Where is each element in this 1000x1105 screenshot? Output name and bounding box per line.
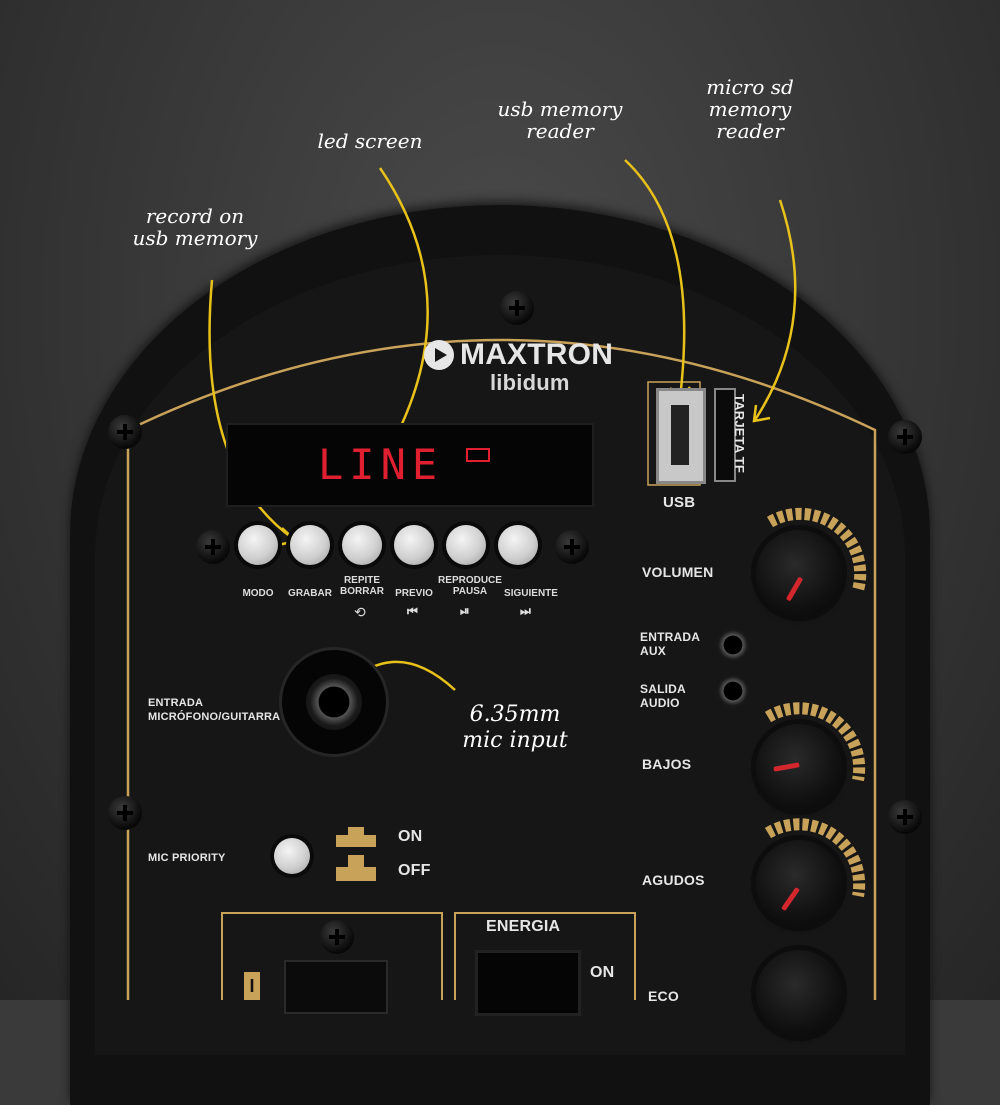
annotation-usb-reader: usb memory reader: [497, 97, 623, 143]
previous-icon: ⏮: [407, 604, 418, 618]
audio-output-jack[interactable]: [716, 674, 750, 708]
power-input-socket[interactable]: [284, 960, 388, 1014]
screw: [888, 420, 922, 454]
grabar-button[interactable]: [290, 525, 330, 565]
bajos-arc: [764, 702, 866, 782]
micro-sd-slot[interactable]: [714, 388, 736, 482]
screw: [108, 415, 142, 449]
screw: [196, 530, 230, 564]
annotation-sd-reader: micro sd memory reader: [706, 75, 794, 143]
modo-label: MODO: [242, 588, 274, 599]
annotation-led-screen: led screen: [317, 129, 423, 153]
previo-label: PREVIO: [395, 588, 433, 599]
volumen-label: VOLUMEN: [642, 564, 714, 580]
eco-knob[interactable]: [756, 950, 842, 1036]
play-pause-icon: ⏯: [460, 604, 470, 618]
energia-label: ENERGIA: [486, 918, 561, 935]
grabar-label: GRABAR: [288, 588, 332, 599]
volumen-arc: [766, 507, 867, 592]
brand-model: libidum: [490, 370, 570, 395]
annotation-mic-input: 6.35mm mic input: [462, 702, 568, 753]
panel-trim-line: [126, 338, 877, 1000]
eco-label: ECO: [648, 988, 679, 1004]
power-switch[interactable]: [475, 950, 581, 1016]
led-screen-text: LINE: [318, 440, 444, 489]
usb-port[interactable]: [656, 388, 706, 484]
mic-priority-label: MIC PRIORITY: [148, 852, 226, 864]
annotation-record: record on usb memory: [132, 204, 258, 250]
bajos-knob[interactable]: [756, 724, 842, 810]
battery-icon: [466, 448, 490, 462]
repeat-icon: ⟲: [354, 604, 366, 620]
mic-input-label: ENTRADA MICRÓFONO/GUITARRA: [148, 697, 281, 723]
mic-priority-on-label: ON: [398, 828, 423, 845]
modo-button[interactable]: [238, 525, 278, 565]
mic-priority-switch-symbol: [336, 827, 376, 881]
reproduce-pausa-label: REPRODUCE PAUSA: [438, 575, 502, 597]
next-icon: ⏭: [520, 604, 531, 618]
power-section-box: [221, 912, 443, 1000]
agudos-arc: [764, 818, 866, 898]
entrada-aux-label: ENTRADA AUX: [640, 630, 701, 658]
screw: [500, 291, 534, 325]
screw: [108, 796, 142, 830]
repite-borrar-label: REPITE BORRAR: [340, 575, 384, 597]
mic-priority-off-label: OFF: [398, 862, 431, 879]
led-arrow: [378, 167, 429, 449]
siguiente-button[interactable]: [498, 525, 538, 565]
usb-label: USB: [663, 494, 696, 511]
volumen-knob[interactable]: [756, 530, 842, 616]
brand-logo-icon: [424, 340, 454, 370]
screw: [888, 800, 922, 834]
agudos-knob[interactable]: [756, 840, 842, 926]
sd-arrow: [753, 199, 797, 421]
agudos-label: AGUDOS: [642, 872, 705, 888]
screw: [555, 530, 589, 564]
led-screen: [226, 423, 594, 507]
usb-arrow: [624, 159, 686, 399]
bajos-label: BAJOS: [642, 756, 692, 772]
tf-label: TARJETA TF: [732, 393, 748, 474]
panel-graphics: [126, 159, 877, 1000]
power-marker: I: [244, 972, 260, 1000]
record-arrow: [208, 279, 296, 542]
previo-button[interactable]: [394, 525, 434, 565]
power-on-label: ON: [590, 964, 615, 981]
annotation-arrows: [208, 159, 797, 699]
energia-section-box: [454, 912, 636, 1000]
reproduce-pausa-button[interactable]: [446, 525, 486, 565]
salida-audio-label: SALIDA AUDIO: [640, 682, 686, 710]
aux-input-jack[interactable]: [716, 628, 750, 662]
mic-priority-button[interactable]: [274, 838, 310, 874]
brand-name: MAXTRON: [460, 338, 614, 371]
mic-input-jack[interactable]: [306, 674, 362, 730]
repite-borrar-button[interactable]: [342, 525, 382, 565]
siguiente-label: SIGUIENTE: [504, 588, 558, 599]
screw: [320, 920, 354, 954]
